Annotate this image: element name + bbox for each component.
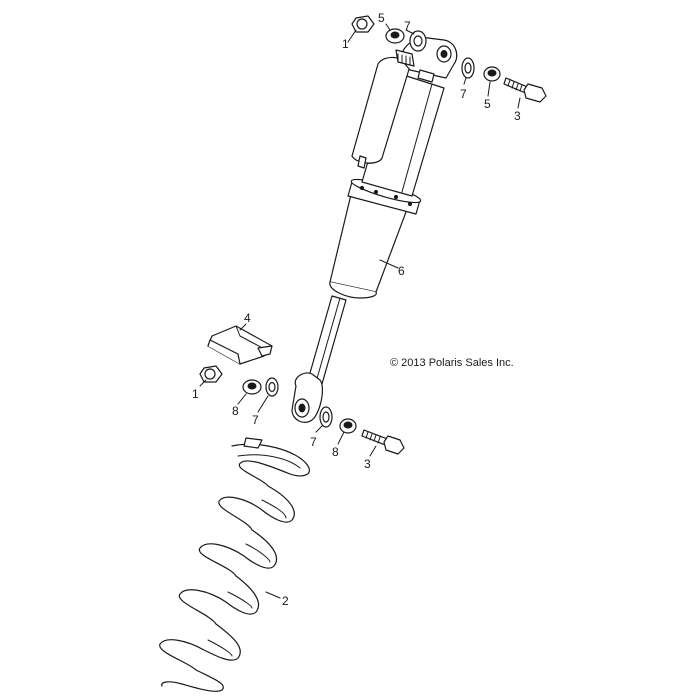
callout-4: 4 <box>244 311 251 325</box>
copyright-notice: © 2013 Polaris Sales Inc. <box>390 357 514 369</box>
callout-3-top: 3 <box>514 109 521 123</box>
bottom-bushing-left <box>242 379 262 395</box>
callout-7-top: 7 <box>404 19 411 33</box>
leader-lines <box>199 23 521 599</box>
callout-1-top: 1 <box>342 37 349 51</box>
shock-absorber <box>291 37 458 423</box>
bottom-washer-left <box>265 377 279 397</box>
bottom-washer-right <box>319 406 333 428</box>
guard-plate <box>207 325 273 365</box>
callout-6: 6 <box>398 264 405 278</box>
bottom-nut <box>199 365 223 383</box>
top-nut <box>351 15 375 33</box>
callout-5-top: 5 <box>378 11 385 25</box>
callout-8-left: 8 <box>232 404 239 418</box>
top-washer-right <box>461 57 475 79</box>
top-bolt <box>503 77 547 103</box>
callout-7-lower: 7 <box>310 435 317 449</box>
callout-3-bottom: 3 <box>364 457 371 471</box>
bottom-bushing-right <box>339 418 357 434</box>
coil-spring <box>159 437 310 692</box>
top-washer-left <box>409 30 427 52</box>
callout-5-right: 5 <box>484 97 491 111</box>
callout-1-bottom: 1 <box>192 387 199 401</box>
top-bushing-left <box>385 28 405 44</box>
callout-7-left: 7 <box>252 413 259 427</box>
bottom-bolt <box>361 429 405 455</box>
callout-7-right: 7 <box>460 87 467 101</box>
callout-8-lower: 8 <box>332 445 339 459</box>
callout-2: 2 <box>282 594 289 608</box>
top-bushing-right <box>483 66 501 82</box>
